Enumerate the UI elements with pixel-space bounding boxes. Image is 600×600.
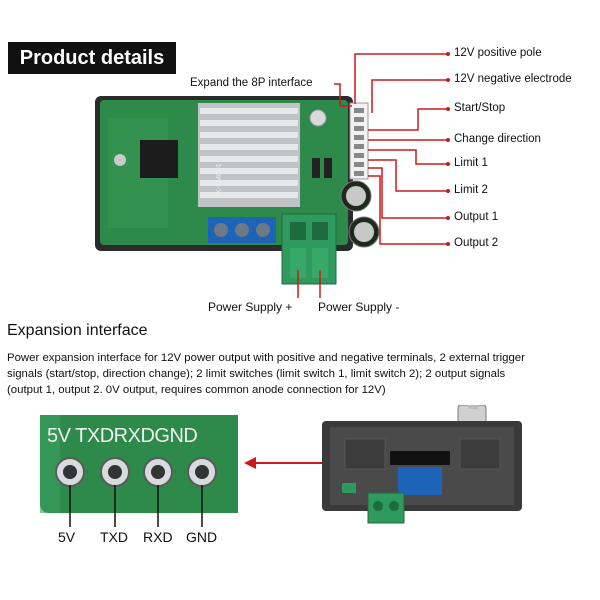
label-limit-2: Limit 2: [454, 184, 488, 196]
label-expand-8p: Expand the 8P interface: [190, 77, 313, 89]
callout-dots: [446, 52, 450, 246]
pin-label-gnd: GND: [186, 529, 218, 545]
label-power-supply-minus: Power Supply -: [318, 300, 400, 314]
expansion-description: Power expansion interface for 12V power …: [7, 350, 597, 398]
description-line: (output 1, output 2. 0V output, requires…: [7, 384, 386, 396]
connector-8p: [349, 102, 369, 180]
svg-text:ZK-SMC01: ZK-SMC01: [216, 163, 223, 198]
label-output-2: Output 2: [454, 237, 499, 249]
expansion-title: Expansion interface: [7, 322, 148, 339]
expansion-illustration: [40, 405, 522, 527]
pin-label-5v: 5V: [58, 529, 76, 545]
board-illustration: ZK-SMC01: [95, 52, 450, 298]
power-callout-lines: [297, 270, 321, 298]
description-line: signals (start/stop, direction change); …: [7, 368, 506, 380]
label-output-1: Output 1: [454, 211, 499, 223]
pin-pcb: [40, 415, 238, 513]
pin-leader-lines: [69, 485, 203, 527]
pin-label-rxd: RXD: [143, 529, 173, 545]
label-start-stop: Start/Stop: [454, 102, 506, 114]
page-title: Product details: [8, 42, 176, 74]
heatsink: [198, 103, 300, 207]
mcu-chip: [140, 140, 178, 178]
callout-lines: [334, 53, 448, 245]
power-terminal: [281, 213, 337, 285]
pcb-silkscreen: 5V TXDRXDGND: [47, 425, 198, 447]
blue-terminal: [208, 217, 276, 243]
label-power-supply-plus: Power Supply +: [208, 300, 293, 314]
pin-header: [55, 457, 217, 487]
label-12v-negative: 12V negative electrode: [454, 73, 572, 85]
description-line: Power expansion interface for 12V power …: [7, 352, 525, 364]
label-change-direction: Change direction: [454, 133, 541, 145]
logo-mark: [114, 154, 126, 166]
capacitors: [340, 180, 380, 248]
label-limit-1: Limit 1: [454, 157, 488, 169]
pin-label-txd: TXD: [100, 529, 128, 545]
module-photo: [322, 405, 522, 524]
label-12v-positive: 12V positive pole: [454, 47, 542, 59]
